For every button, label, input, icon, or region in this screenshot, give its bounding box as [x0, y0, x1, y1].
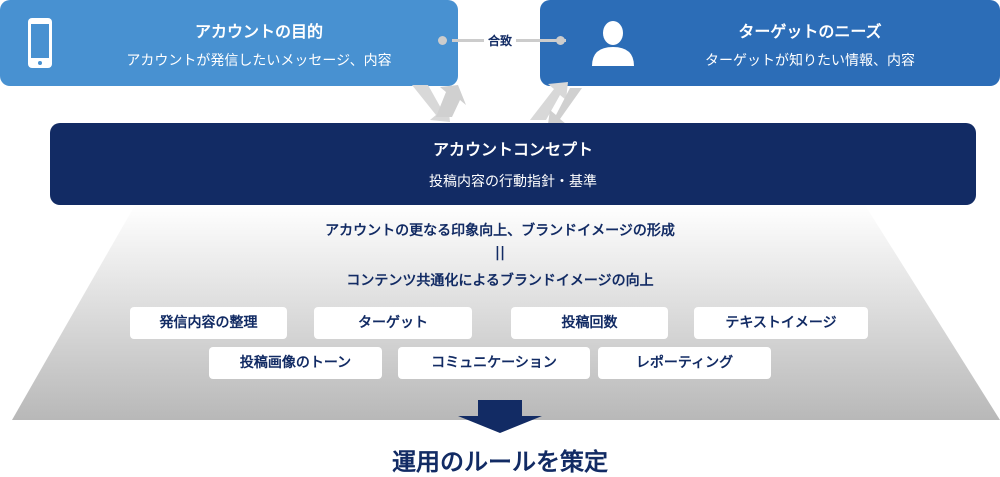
- tag: レポーティング: [598, 347, 771, 379]
- down-arrow-icon: [458, 400, 542, 433]
- tag: 発信内容の整理: [130, 307, 287, 339]
- purpose-title: アカウントの目的: [194, 22, 323, 41]
- tag: ターゲット: [314, 307, 472, 339]
- purpose-subtitle: アカウントが発信したいメッセージ、内容: [126, 53, 392, 69]
- connector-label: 合致: [484, 32, 517, 49]
- concept-title: アカウントコンセプト: [432, 140, 593, 159]
- account-purpose-box: アカウントの目的 アカウントが発信したいメッセージ、内容: [0, 0, 458, 86]
- result-text: 運用のルールを策定: [392, 448, 608, 476]
- concept-subtitle: 投稿内容の行動指針・基準: [429, 174, 597, 190]
- smartphone-icon: [28, 18, 52, 68]
- needs-subtitle: ターゲットが知りたい情報、内容: [705, 53, 915, 69]
- exchange-arrows-icon: [412, 82, 582, 124]
- target-needs-box: ターゲットのニーズ ターゲットが知りたい情報、内容: [540, 0, 1000, 86]
- connector-dot: [438, 36, 447, 45]
- account-concept-box: アカウントコンセプト 投稿内容の行動指針・基準: [50, 123, 976, 205]
- goal-line-2: コンテンツ共通化によるブランドイメージの向上: [346, 273, 654, 289]
- tag: 投稿回数: [511, 307, 668, 339]
- connector-dot: [556, 36, 565, 45]
- tag: テキストイメージ: [694, 307, 868, 339]
- tag: 投稿画像のトーン: [209, 347, 382, 379]
- person-icon: [592, 21, 634, 66]
- goal-line-1: アカウントの更なる印象向上、ブランドイメージの形成: [325, 223, 675, 239]
- goal-equals: ||: [494, 245, 506, 261]
- needs-title: ターゲットのニーズ: [738, 22, 882, 41]
- tag: コミュニケーション: [398, 347, 590, 379]
